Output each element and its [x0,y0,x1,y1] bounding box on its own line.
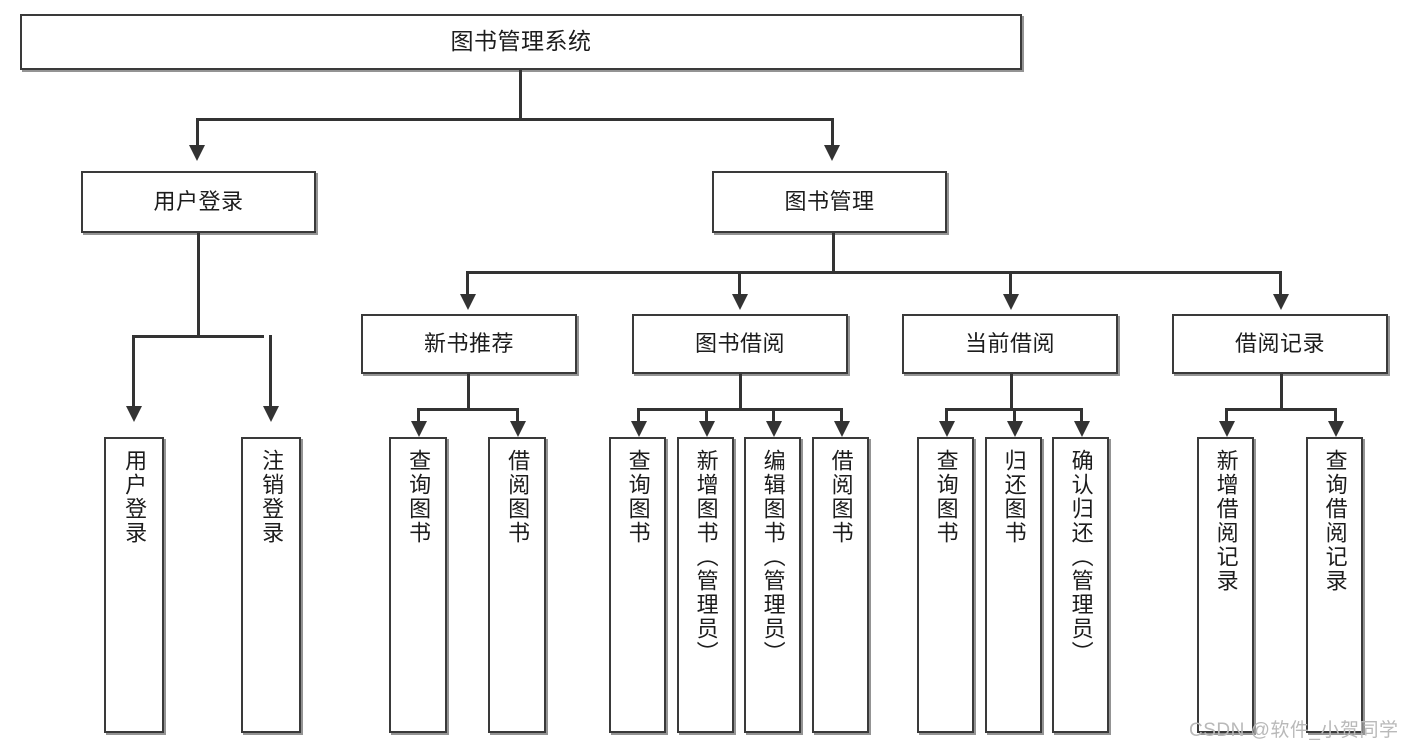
node-label: 查询图书 [933,449,959,545]
node-label: 查询图书 [406,449,432,545]
node-label: 图书借阅 [694,331,785,357]
node-label: 用户登录 [122,449,148,545]
node-new-book-recommend[interactable]: 新书推荐 [361,314,577,374]
node-label: 用户登录 [153,189,244,215]
edge-new-book-trunk [467,374,470,410]
node-label: 新书推荐 [423,331,514,357]
arrowhead-bb-edit-book [766,421,782,437]
node-book-borrow[interactable]: 图书借阅 [632,314,848,374]
node-book-management[interactable]: 图书管理 [712,171,947,233]
node-label: 新增图书（管理员） [693,449,719,665]
edge-to-user-login [196,118,199,146]
arrowhead-book-manage [824,145,840,161]
leaf-bb-edit-book[interactable]: 编辑图书（管理员） [744,437,801,733]
edge-to-borrow-record [1279,271,1282,295]
leaf-cb-confirm-return[interactable]: 确认归还（管理员） [1052,437,1109,733]
edge-bb-leaf2 [705,408,708,424]
edge-user-login-trunk [197,233,200,337]
edge-new-book-leaf1 [417,408,420,424]
arrowhead-bb-search-book [631,421,647,437]
edge-bb-leaf4 [840,408,843,424]
leaf-nb-search-book[interactable]: 查询图书 [389,437,447,733]
edge-to-new-book [466,271,469,295]
arrowhead-bb-borrow-book [834,421,850,437]
node-label: 借阅图书 [828,449,854,545]
arrowhead-cb-return-book [1007,421,1023,437]
arrowhead-br-add-record [1219,421,1235,437]
edge-user-login-bar [133,335,264,338]
edge-to-current-borrow [1009,271,1012,295]
edge-book-manage-bar [467,271,1282,274]
edge-user-login-leaf1 [132,335,135,407]
arrowhead-new-book-recommend [460,294,476,310]
watermark-text: CSDN @软件_小贺同学 [1189,720,1399,741]
node-user-login[interactable]: 用户登录 [81,171,316,233]
node-label: 查询借阅记录 [1322,449,1348,593]
edge-br-leaf2 [1334,408,1337,424]
leaf-bb-add-book[interactable]: 新增图书（管理员） [677,437,734,733]
edge-book-manage-trunk [832,233,835,273]
node-label: 借阅图书 [505,449,531,545]
edge-to-book-borrow [738,271,741,295]
edge-to-book-manage [831,118,834,146]
leaf-br-add-record[interactable]: 新增借阅记录 [1197,437,1254,733]
node-label: 当前借阅 [964,331,1055,357]
arrowhead-cb-search-book [939,421,955,437]
arrowhead-current-borrow [1003,294,1019,310]
node-label: 注销登录 [259,449,285,545]
node-label: 查询图书 [625,449,651,545]
leaf-bb-search-book[interactable]: 查询图书 [609,437,666,733]
node-borrow-record[interactable]: 借阅记录 [1172,314,1388,374]
edge-new-book-leaf2 [516,408,519,424]
node-label: 图书管理系统 [450,28,592,55]
node-label: 编辑图书（管理员） [760,449,786,665]
edge-book-borrow-trunk [739,374,742,410]
node-label: 归还图书 [1001,449,1027,545]
arrowhead-leaf-user-login [126,406,142,422]
edge-borrow-record-bar [1226,408,1336,411]
arrowhead-borrow-record [1273,294,1289,310]
leaf-bb-borrow-book[interactable]: 借阅图书 [812,437,869,733]
edge-bb-leaf1 [637,408,640,424]
arrowhead-book-borrow [732,294,748,310]
edge-user-login-leaf2 [269,335,272,407]
edge-cb-leaf3 [1080,408,1083,424]
edge-br-leaf1 [1225,408,1228,424]
edge-new-book-bar [418,408,518,411]
edge-root-trunk [519,70,522,120]
node-label: 新增借阅记录 [1213,449,1239,593]
leaf-br-search-record[interactable]: 查询借阅记录 [1306,437,1363,733]
leaf-cb-return-book[interactable]: 归还图书 [985,437,1042,733]
leaf-cb-search-book[interactable]: 查询图书 [917,437,974,733]
node-label: 确认归还（管理员） [1068,449,1094,665]
arrowhead-cb-confirm-return [1074,421,1090,437]
arrowhead-br-search-record [1328,421,1344,437]
arrowhead-bb-add-book [699,421,715,437]
node-label: 图书管理 [784,189,875,215]
edge-root-bar [197,118,834,121]
leaf-logout[interactable]: 注销登录 [241,437,301,733]
arrowhead-nb-borrow-book [510,421,526,437]
edge-current-borrow-trunk [1010,374,1013,410]
edge-book-borrow-bar [638,408,842,411]
edge-borrow-record-trunk [1280,374,1283,410]
arrowhead-nb-search-book [411,421,427,437]
leaf-nb-borrow-book[interactable]: 借阅图书 [488,437,546,733]
leaf-user-login[interactable]: 用户登录 [104,437,164,733]
edge-bb-leaf3 [772,408,775,424]
node-label: 借阅记录 [1234,331,1325,357]
arrowhead-user-login [189,145,205,161]
edge-cb-leaf2 [1013,408,1016,424]
edge-cb-leaf1 [945,408,948,424]
arrowhead-leaf-logout [263,406,279,422]
node-current-borrow[interactable]: 当前借阅 [902,314,1118,374]
node-root-library-system[interactable]: 图书管理系统 [20,14,1022,70]
